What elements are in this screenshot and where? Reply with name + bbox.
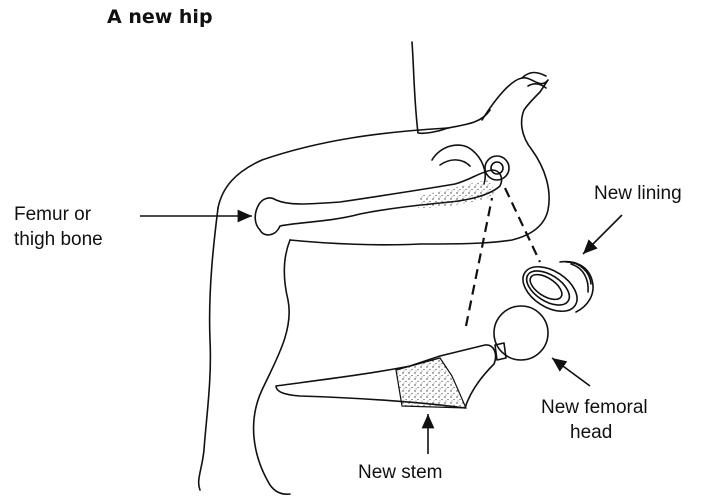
torso-outline: [412, 42, 448, 133]
hip-ball: [485, 156, 509, 180]
calf-back: [254, 240, 290, 494]
femur-label-line1: Femur or: [14, 203, 91, 227]
pelvis-outline: [432, 145, 485, 184]
femur-label-line2: thigh bone: [14, 228, 103, 252]
arm-outline: [420, 78, 549, 244]
femoral-head-label-line2: head: [570, 421, 612, 445]
head-arrow: [552, 358, 590, 386]
thigh-bottom: [290, 240, 420, 245]
thigh-top: [218, 128, 448, 208]
lining-arrow: [583, 215, 622, 254]
new-lining-label: New lining: [594, 182, 682, 206]
femoral-head-label-line1: New femoral: [541, 396, 648, 420]
calf-front: [199, 208, 218, 490]
new-lining-cup: [515, 258, 593, 321]
dashed-guide-lining: [505, 188, 540, 262]
femoral-head: [494, 306, 548, 360]
new-stem: [276, 345, 496, 408]
new-stem-label: New stem: [358, 461, 442, 485]
dashed-guide-stem: [466, 198, 492, 326]
